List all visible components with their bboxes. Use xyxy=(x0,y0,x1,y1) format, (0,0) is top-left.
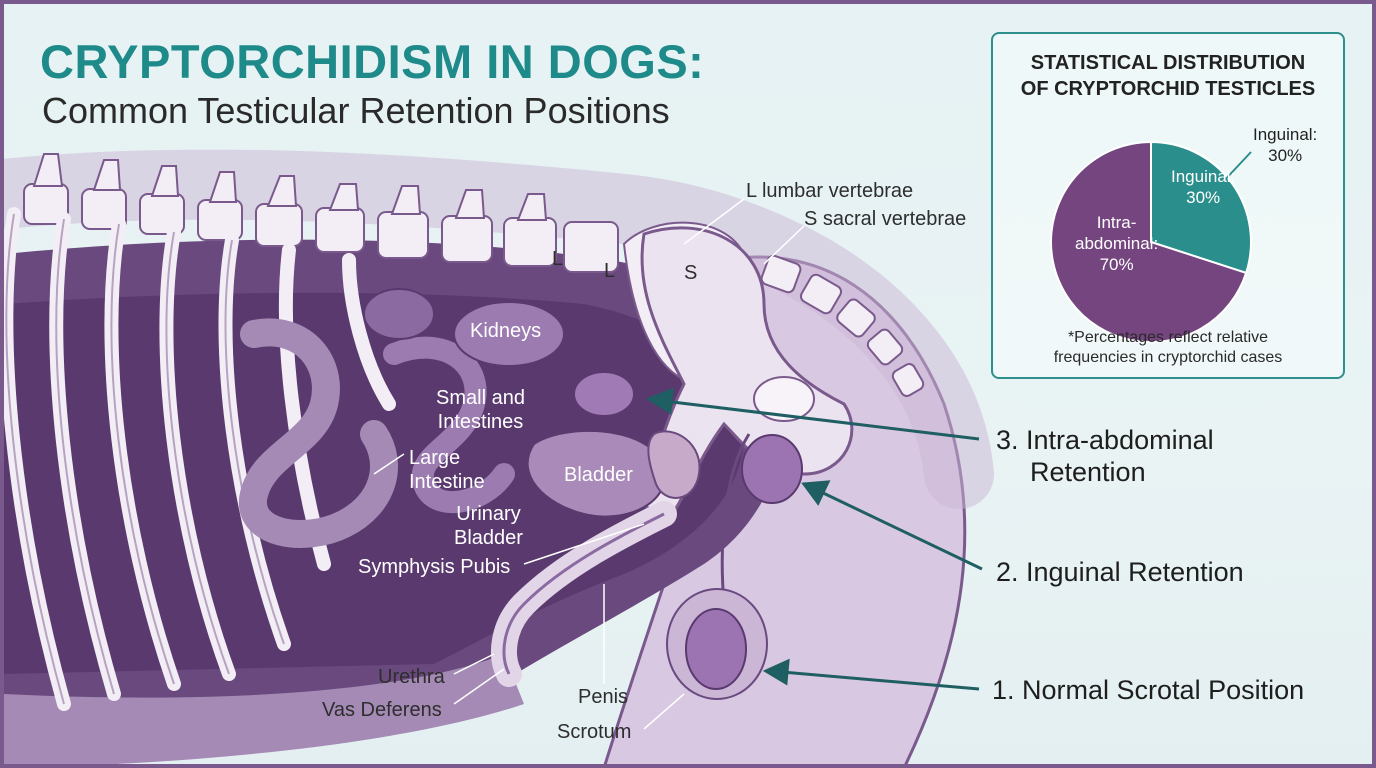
pie-slice-inguinal xyxy=(1150,140,1252,275)
statistics-title: STATISTICAL DISTRIBUTION OF CRYPTORCHID … xyxy=(1020,52,1316,100)
pie-slice-intra-abdominal xyxy=(1050,140,1248,343)
label-kidneys: Kidneys xyxy=(470,320,542,342)
callout-inguinal-retention: 2. Inguinal Retention xyxy=(996,557,1244,587)
belly-skin xyxy=(4,654,524,764)
bladder-organ xyxy=(526,429,667,518)
dog-anatomy-illustration xyxy=(4,149,994,764)
callout-arrows xyxy=(645,387,983,691)
distribution-pie-chart xyxy=(1050,140,1252,343)
label-symphysis-pubis: Symphysis Pubis xyxy=(358,556,511,578)
label-bladder: Bladder xyxy=(564,464,633,486)
label-vertebra-l1: L xyxy=(552,248,564,270)
label-vas-deferens: Vas Deferens xyxy=(322,699,442,721)
scrotal-testicle xyxy=(685,608,747,690)
label-large-intestine: Large Intestine xyxy=(409,447,485,493)
callout-intra-abdominal-retention: 3. Intra-abdominal Retention xyxy=(996,425,1214,487)
statistics-footnote: *Percentages reflect relative frequencie… xyxy=(1053,329,1283,366)
label-sacral-vertebrae: S sacral vertebrae xyxy=(804,208,967,230)
label-scrotum: Scrotum xyxy=(557,721,632,743)
pie-leader-line xyxy=(1220,151,1252,185)
large-intestine xyxy=(239,318,398,548)
spine-band xyxy=(4,149,994,509)
urethra-line xyxy=(502,512,665,675)
label-urinary-bladder: Urinary Bladder xyxy=(454,503,523,549)
label-lumbar-vertebrae: L lumbar vertebrae xyxy=(746,180,914,202)
statistics-panel: STATISTICAL DISTRIBUTION OF CRYPTORCHID … xyxy=(991,32,1345,379)
page-title: CRYPTORCHIDISM IN DOGS: xyxy=(40,35,705,88)
inguinal-testicle xyxy=(741,434,803,504)
label-penis: Penis xyxy=(578,686,629,708)
callout-normal-scrotal-position: 1. Normal Scrotal Position xyxy=(992,675,1305,705)
kidney-organ xyxy=(453,301,565,367)
page-subtitle: Common Testicular Retention Positions xyxy=(42,90,670,131)
spermatic-cord xyxy=(720,433,751,605)
pie-outside-label-inguinal: Inguinal: 30% xyxy=(1253,125,1318,165)
prostate xyxy=(647,430,701,499)
pie-label-inguinal: Inguinal: 30% xyxy=(1171,167,1236,207)
spinous-processes xyxy=(32,153,548,221)
small-intestines xyxy=(383,336,515,513)
label-vertebra-l2: L xyxy=(604,260,616,282)
rib-outlines xyxy=(5,213,285,705)
intra-abdominal-testicle xyxy=(573,371,635,417)
kidney-organ-2 xyxy=(363,288,435,340)
label-small-intestines: Small and Intestines xyxy=(436,387,525,433)
obturator xyxy=(753,376,815,422)
label-urethra: Urethra xyxy=(378,666,445,688)
label-vertebra-s: S xyxy=(684,262,698,284)
pie-label-intra-abdominal: Intra- abdominal: 70% xyxy=(1075,213,1159,274)
leader-lines xyxy=(373,198,805,730)
